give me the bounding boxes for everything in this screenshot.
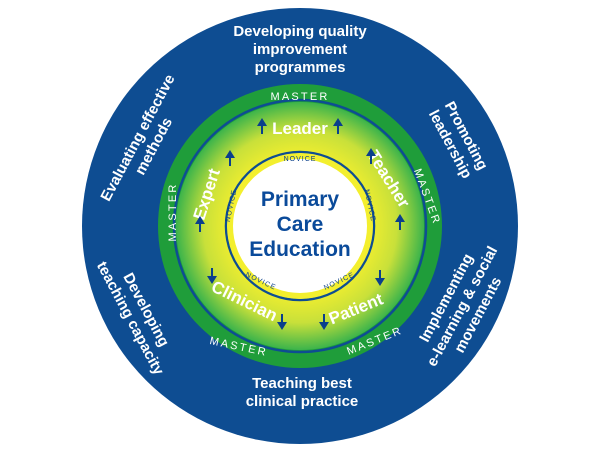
center-line-2: Care xyxy=(277,213,324,236)
center-line-1: Primary xyxy=(261,188,340,211)
master-label-top: MASTER xyxy=(270,91,329,103)
center-line-3: Education xyxy=(249,238,351,261)
svg-text:clinical practice: clinical practice xyxy=(246,393,359,410)
outer-label-bottom: Teaching best clinical practice xyxy=(246,375,359,410)
outer-label-top: Developing quality improvement programme… xyxy=(233,23,367,76)
svg-text:improvement: improvement xyxy=(253,41,347,58)
svg-text:programmes: programmes xyxy=(255,59,346,76)
novice-label-top: NOVICE xyxy=(284,156,317,163)
role-leader: Leader xyxy=(272,119,328,138)
arrow-clinician-right-icon xyxy=(277,314,287,330)
svg-text:Developing quality: Developing quality xyxy=(233,23,367,40)
arrow-leader-left-icon xyxy=(257,118,267,134)
arrow-expert-bottom-icon xyxy=(195,216,205,232)
arrow-patient-right-icon xyxy=(375,270,385,286)
arrow-teacher-bottom-icon xyxy=(395,214,405,230)
arrow-teacher-top-icon xyxy=(366,148,376,164)
svg-text:Teaching best: Teaching best xyxy=(252,375,352,392)
arrow-expert-top-icon xyxy=(225,150,235,166)
arrow-leader-right-icon xyxy=(333,118,343,134)
master-ring-outline xyxy=(172,98,428,354)
arrow-clinician-left-icon xyxy=(207,268,217,284)
master-label-left: MASTER xyxy=(167,182,179,241)
center-circle xyxy=(234,160,366,292)
novice-ring-yellow xyxy=(227,153,373,299)
arrow-patient-left-icon xyxy=(319,314,329,330)
